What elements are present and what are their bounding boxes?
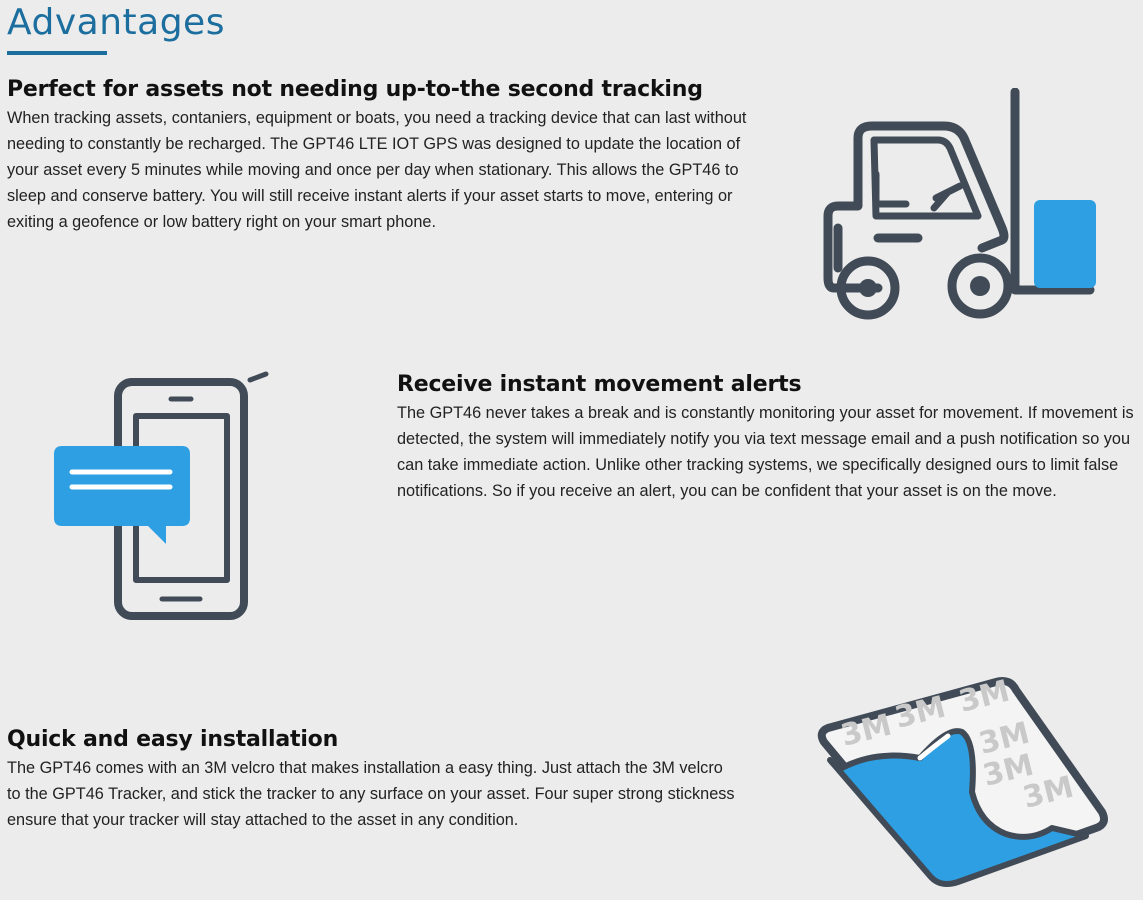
section-title-tracking: Perfect for assets not needing up-to-the…	[7, 77, 703, 102]
section-title-installation: Quick and easy installation	[7, 727, 339, 752]
section-title-alerts: Receive instant movement alerts	[397, 372, 802, 397]
3m-velcro-sticker-icon: 3M 3M 3M 3M 3M 3M	[817, 676, 1108, 887]
title-underline	[7, 51, 107, 55]
section-body-installation: The GPT46 comes with an 3M velcro that m…	[7, 759, 735, 829]
forklift-icon	[823, 88, 1096, 320]
page-title: Advantages	[7, 2, 225, 43]
section-body-alerts: The GPT46 never takes a break and is con…	[397, 404, 1134, 500]
section-body-tracking: When tracking assets, contaniers, equipm…	[7, 109, 747, 231]
smartphone-alert-icon	[54, 371, 269, 620]
